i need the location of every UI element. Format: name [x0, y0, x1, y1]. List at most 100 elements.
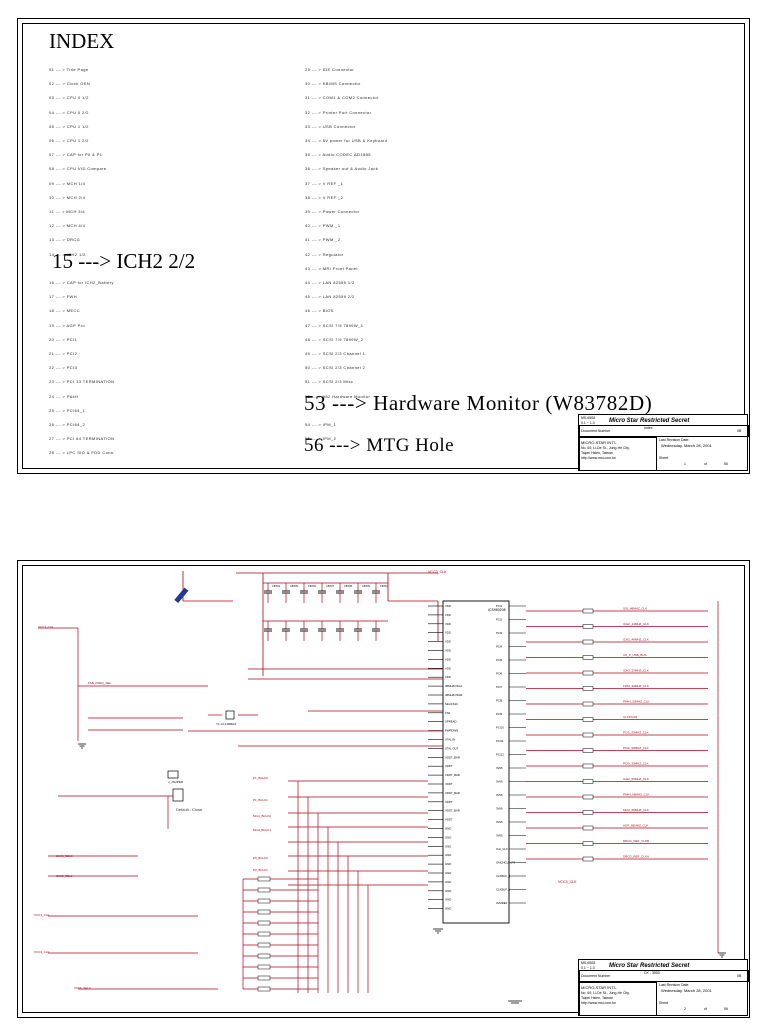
chip-right-pin-label: 3V66: [496, 780, 503, 784]
chip-left-pin-label: VDDT_BAR: [445, 755, 460, 759]
chip-left-pin-label: PWRDWN: [445, 729, 458, 733]
index-right-item: 33 --- > USB Connector: [305, 123, 356, 129]
chip-right-pin-label: CLKBUF_1: [496, 888, 511, 892]
chip-left-pin-label: GND: [445, 853, 451, 857]
index-right-item: 34 --- > 5V power for USB & Keyboard: [305, 138, 388, 143]
index-left-item: 28 --- > LPC SIO & FDD Conn.: [49, 450, 115, 456]
cap-label: CB706: [308, 584, 316, 588]
index-right-item: 47 --- > SCSI 7/9 7899W_1: [305, 322, 364, 328]
chip-right-pins: PCI1PCI2PCI3PCI4PCI5PCI6PCI7PCI8PCI9PCI1…: [496, 604, 526, 905]
chip-left-pin-label: VDDT: [445, 800, 453, 804]
tb2-addr2: Taipei Hsien, Taiwan: [581, 996, 613, 1000]
bus-resistor: [257, 964, 271, 970]
tb-sheet-num: 1: [684, 462, 686, 466]
right-net-label: DRCG_REF_CLKA: [623, 855, 649, 859]
right-net-label: ICH2_48MHZ_CLK: [623, 638, 649, 642]
bus-resistor: [257, 909, 271, 915]
series-resistor: [582, 624, 594, 629]
chip-right-pin-label: PCI3: [496, 631, 503, 635]
index-left-item: 18 --- > MECC: [49, 308, 81, 314]
index-left-item: 14 --- > ICH2 1/2: [49, 251, 86, 257]
index-right-item: 32 --- > Printer Port Connector: [305, 109, 372, 115]
left-net-label: P0_BCLK1: [253, 868, 268, 872]
tb-title: Micro Star Restricted Secret: [609, 418, 690, 424]
chip-left-pin-label: VDDT_BAR: [445, 773, 460, 777]
chip-right-pin-label: PCI9: [496, 712, 503, 716]
left-wiring: [38, 627, 443, 990]
vcc3-label-mid: VCC3_CLK: [558, 880, 577, 884]
series-resistor: [582, 686, 594, 691]
bus-resistor: [257, 975, 271, 981]
chip-left-pin-label: SEL/FS10: [445, 702, 458, 706]
right-net-label: CK_P_USB_BUS: [623, 653, 647, 657]
chip-left-pin-label: VDD: [445, 604, 451, 608]
left-net-label: MCH_BCLK1: [253, 828, 271, 832]
right-net-label: PCI2_33MHZ_CLK: [623, 746, 649, 750]
index-left-item: 16 --- > CAP for ICH2_Battery: [49, 280, 114, 285]
chip-left-pin-label: XTAL IN: [445, 738, 455, 742]
bus-resistor: [257, 898, 271, 904]
bus-resistor: [257, 942, 271, 948]
index-left-item: 01 --- > Title Page: [49, 67, 89, 72]
index-right-item: 50 --- > SCSI 2/3 Channel 2: [305, 365, 366, 371]
index-left-item: 11 --- > MCH 3/4: [49, 209, 85, 214]
cap-label: CB709: [362, 584, 370, 588]
index-right-item: 49 --- > SCSI 2/3 Channel 1: [305, 351, 366, 356]
chip-right-pin-label: GMCHCLK_FS: [496, 861, 515, 865]
tb-of: of: [704, 462, 707, 466]
index-left-item: 27 --- > PCI 64 TERMINATION: [49, 436, 115, 442]
right-net-label: PCI3_33MHZ_CLK: [623, 762, 649, 766]
left-net-label: CK66_SEL0: [74, 986, 91, 990]
tb2-date-label: Last Revision Date:: [659, 983, 690, 987]
chip-left-pin-label: XTAL OUT: [445, 746, 459, 750]
vcc3-label-top: VCC3_CLK: [428, 570, 447, 574]
left-net-label: CK66_SEL1: [56, 874, 73, 878]
chip-right-pin-label: PCI2: [496, 618, 503, 622]
left-net-label: VCC3_CLK: [34, 913, 50, 917]
clock-chip-name: ICS950208: [488, 608, 506, 612]
chip-right-pin-label: PCI6: [496, 672, 503, 676]
cap-label: CB708: [344, 584, 352, 588]
index-right-item: 48 --- > SCSI 7/9 7899W_2: [305, 336, 364, 342]
tb-date-label: Last Revision Date:: [659, 438, 690, 442]
series-resistor: [582, 748, 594, 753]
chip-right-pin-label: ICH_CLK: [496, 847, 508, 851]
index-right-item: 55 --- > IPM_2: [305, 436, 337, 442]
tb2-sheet-label: Sheet: [659, 1001, 669, 1005]
index-right-item: 39 --- > Power Connector: [305, 209, 360, 214]
right-net-label: ICH2_66MHZ_CLK: [623, 777, 649, 781]
chip-left-pins: VDDVDDVDDVDDVDDVDDVDDVDDVDD48MHZ/VDLA48M…: [428, 604, 462, 911]
index-left-item: 06 --- > CPU 1 2/2: [49, 138, 89, 143]
chip-left-pin-label: VDD: [445, 675, 451, 679]
bus-resistor: [257, 986, 271, 992]
index-right-item: 35 --- > Audio CODEC AD1885: [305, 152, 371, 158]
chip-right-pin-label: PCI5: [496, 658, 503, 662]
index-left-item: 26 --- > PCI64_2: [49, 422, 86, 427]
cap-label: CB707: [326, 584, 334, 588]
chip-left-pin-label: GND: [445, 889, 451, 893]
index-left-item: 08 --- > CPU VID Compare: [49, 166, 107, 172]
series-resistor: [582, 670, 594, 676]
chip-right-pin-label: PCI10: [496, 726, 504, 730]
series-resistor: [582, 779, 594, 784]
series-resistor: [582, 856, 594, 862]
index-left-item: 19 --- > AGP Pro: [49, 322, 86, 328]
chip-right-pin-label: 3V66: [496, 834, 503, 838]
index-right-item: 51 --- > SCSI 2/3 Misc: [305, 379, 354, 385]
index-right-item: 30 --- > KB/MS Connector: [305, 81, 361, 87]
chip-left-pin-label: VDD: [445, 649, 451, 653]
tb-doc-label: Document Number: [581, 429, 611, 433]
chip-right-pin-label: 3V66: [496, 820, 503, 824]
chip-right-pin-label: PCI11: [496, 739, 504, 743]
chip-right-pin-label: PCI4: [496, 645, 503, 649]
power-rail: [182, 571, 439, 676]
tb-web: http://www.msi.com.tw: [581, 456, 616, 460]
tb-sheet-label: Sheet: [659, 456, 669, 460]
chip-right-pin-label: 3VMREF: [496, 901, 508, 905]
tb2-date: Wednesday, March 28, 2001: [661, 988, 712, 993]
chip-left-pin-label: 48MHZ/VDLB: [445, 693, 462, 697]
crystal-label: Y1 14.318MHZ: [216, 722, 236, 726]
series-resistor: [582, 639, 594, 645]
tb2-sheet-name: CK - 3900: [644, 971, 660, 975]
